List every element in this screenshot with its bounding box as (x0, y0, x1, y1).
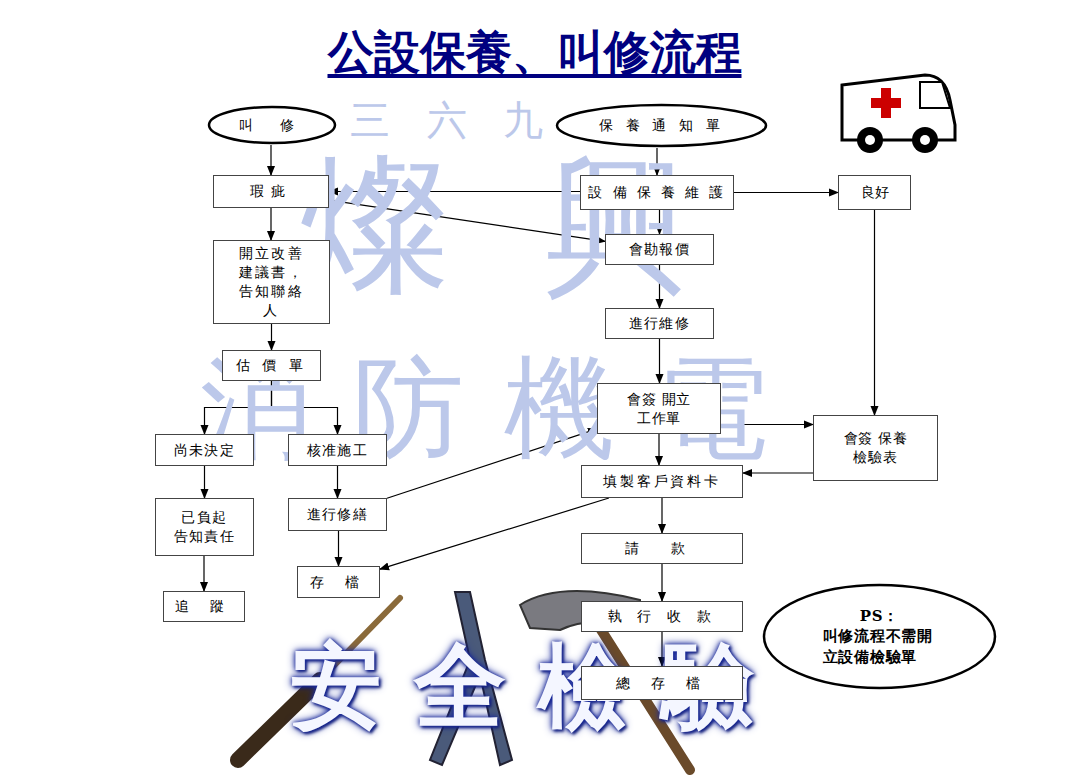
process-box: 良好 (838, 175, 911, 210)
ellipse-shape (557, 105, 766, 146)
box-label: 估 價 單 (236, 356, 308, 375)
connector-arrow (337, 466, 338, 498)
process-box: 進行維修 (605, 308, 714, 339)
connector-arrow (270, 208, 271, 240)
watermark: 三 六 九 (350, 100, 555, 140)
process-box: 存 檔 (297, 566, 380, 598)
watermark: 燦 興 (300, 150, 715, 300)
connector-arrow (874, 210, 875, 415)
connector-arrow (338, 531, 339, 566)
wheel (857, 127, 883, 153)
box-label: 執 行 收 款 (608, 607, 717, 626)
box-label: 瑕疵 (250, 182, 292, 201)
box-label: 請 款 (625, 539, 699, 558)
ellipse-shape (209, 107, 335, 143)
ambulance-window (920, 82, 950, 108)
box-label: 叫 修 (239, 116, 305, 135)
connector-arrow (661, 498, 662, 533)
box-label: 良好 (861, 183, 889, 202)
process-box: 進行修繕 (288, 498, 387, 531)
ellipse-node: PS：叫修流程不需開立設備檢驗單 (762, 583, 997, 690)
title: 公設保養、叫修流程 (0, 22, 1069, 84)
process-box: 會勘報價 (605, 234, 714, 265)
connector-arrow (271, 324, 272, 350)
connector-arrow (270, 145, 271, 175)
box-label: 存 檔 (310, 573, 368, 592)
process-box: 核准施工 (288, 434, 387, 466)
process-box: 估 價 單 (222, 350, 321, 381)
process-box: 總 存 檔 (581, 666, 743, 700)
process-box: 會簽 開立工作單 (597, 383, 721, 434)
process-box: 會簽 保養檢驗表 (813, 415, 938, 481)
ambulance-body (842, 75, 955, 140)
process-box: 設 備 保 養 維 護 (580, 175, 734, 210)
box-label: 開立改善建議書， 告知聯絡人 (232, 244, 310, 320)
box-label: 追 蹤 (175, 597, 233, 616)
box-label: 進行修繕 (307, 505, 369, 524)
box-label: 會勘報價 (629, 240, 691, 259)
note-text: 叫修流程不需開立設備檢驗單 (823, 626, 937, 667)
process-box: 請 款 (581, 533, 743, 564)
box-label: 會簽 開立工作單 (620, 390, 698, 428)
box-label: 尚未決定 (174, 441, 236, 460)
connector-arrow (380, 498, 609, 569)
ambulance (842, 75, 955, 153)
box-label: 已負起 告知責任 (172, 508, 236, 546)
ellipse-node: 叫 修 (207, 105, 337, 145)
box-label: 進行維修 (629, 314, 691, 333)
wheel-hub (865, 135, 875, 145)
connector-arrow (204, 466, 205, 498)
box-label: 填製客戶資料卡 (603, 472, 721, 491)
process-box: 執 行 收 款 (581, 601, 743, 632)
box-label: 總 存 檔 (616, 674, 709, 693)
note-text: PS： (860, 606, 899, 626)
process-box: 已負起 告知責任 (155, 498, 254, 556)
process-box: 尚未決定 (155, 434, 254, 466)
wheel (912, 127, 938, 153)
ellipse-shape (764, 585, 995, 688)
process-box: 追 蹤 (163, 591, 245, 622)
process-box: 瑕疵 (213, 175, 329, 208)
process-box: 填製客戶資料卡 (581, 465, 743, 498)
red-cross (871, 88, 901, 118)
wheel-hub (920, 135, 930, 145)
box-label: 會簽 保養檢驗表 (836, 429, 914, 467)
box-label: 保 養 通 知 單 (599, 116, 725, 135)
process-box: 開立改善建議書， 告知聯絡人 (213, 240, 330, 324)
connector-arrow (743, 472, 813, 473)
connector-arrow (203, 556, 204, 591)
connector-arrow (661, 564, 662, 601)
connector-arrow (734, 192, 838, 193)
box-label: 核准施工 (307, 441, 369, 460)
ellipse-node: 保 養 通 知 單 (555, 103, 768, 148)
box-label: 設 備 保 養 維 護 (588, 183, 725, 202)
